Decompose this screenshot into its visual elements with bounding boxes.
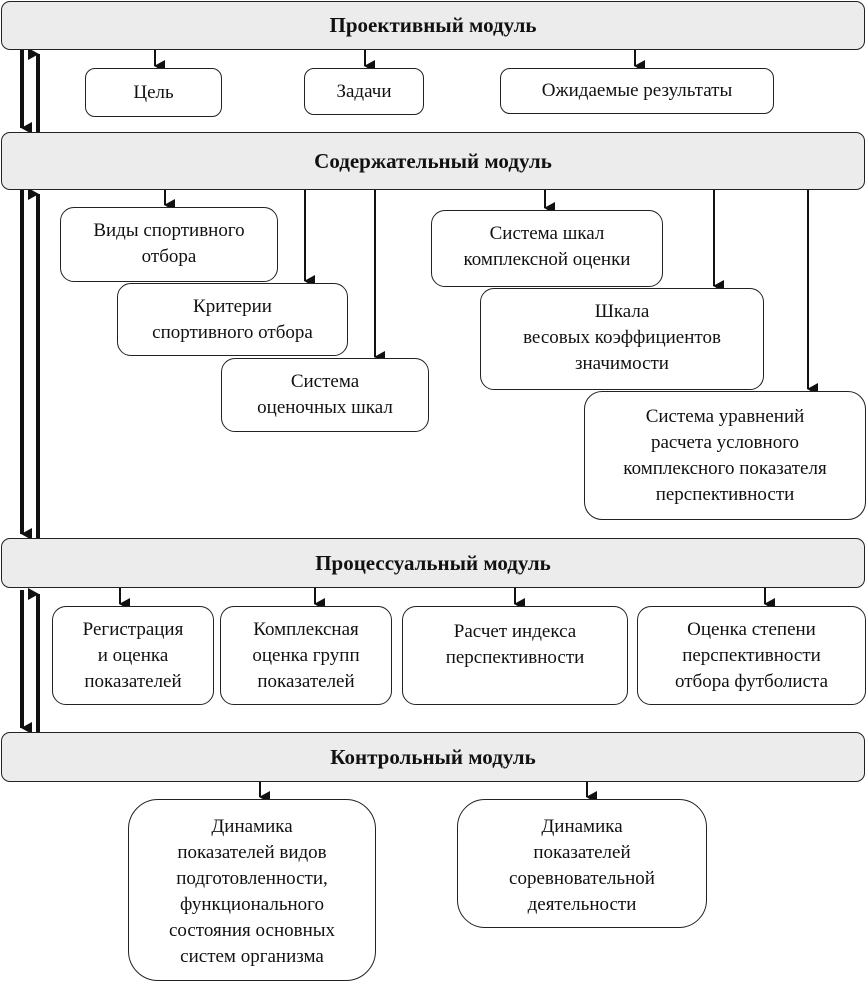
weight-scale-box: Шкала весовых коэффициентов значимости xyxy=(480,288,764,390)
weight-scale-label: Шкала весовых коэффициентов значимости xyxy=(523,301,721,374)
registration-box: Регистрация и оценка показателей xyxy=(52,606,214,705)
content-module: Содержательный модуль xyxy=(1,132,865,190)
goal-box: Цель xyxy=(85,68,222,117)
process-module-title: Процессуальный модуль xyxy=(315,550,551,575)
projective-module: Проективный модуль xyxy=(1,1,865,50)
content-module-title: Содержательный модуль xyxy=(314,148,552,173)
selection-types-label: Виды спортивного отбора xyxy=(93,220,245,267)
equations-box: Система уравнений расчета условного комп… xyxy=(584,391,866,520)
preparedness-dynamics-box: Динамика показателей видов подготовленно… xyxy=(128,799,376,981)
results-label: Ожидаемые результаты xyxy=(541,80,733,101)
projective-module-title: Проективный модуль xyxy=(329,13,537,37)
group-assessment-label: Комплексная оценка групп показателей xyxy=(252,618,360,692)
tasks-label: Задачи xyxy=(336,80,392,102)
equations-label: Система уравнений расчета условного комп… xyxy=(623,406,827,505)
group-assessment-box: Комплексная оценка групп показателей xyxy=(220,606,392,705)
selection-types-box: Виды спортивного отбора xyxy=(60,207,278,282)
rating-scales-box: Система оценочных шкал xyxy=(221,358,429,432)
degree-assessment-box: Оценка степени перспективности отбора фу… xyxy=(637,606,866,705)
preparedness-dynamics-label: Динамика показателей видов подготовленно… xyxy=(168,816,336,967)
index-calc-box: Расчет индекса перспективности xyxy=(402,606,628,705)
selection-criteria-label: Критерии спортивного отбора xyxy=(152,296,313,343)
complex-scales-label: Система шкал комплексной оценки xyxy=(463,223,631,270)
control-module: Контрольный модуль xyxy=(1,732,865,782)
registration-label: Регистрация и оценка показателей xyxy=(82,618,184,692)
degree-assessment-label: Оценка степени перспективности отбора фу… xyxy=(674,618,828,692)
control-module-title: Контрольный модуль xyxy=(330,744,536,769)
results-box: Ожидаемые результаты xyxy=(500,68,774,114)
rating-scales-label: Система оценочных шкал xyxy=(257,371,393,418)
goal-label: Цель xyxy=(133,81,174,103)
selection-criteria-box: Критерии спортивного отбора xyxy=(117,283,348,356)
process-module: Процессуальный модуль xyxy=(1,538,865,588)
complex-scales-box: Система шкал комплексной оценки xyxy=(431,210,663,287)
competitive-dynamics-box: Динамика показателей соревновательной де… xyxy=(457,799,707,928)
tasks-box: Задачи xyxy=(304,68,424,115)
competitive-dynamics-label: Динамика показателей соревновательной де… xyxy=(509,816,655,915)
index-calc-label: Расчет индекса перспективности xyxy=(445,621,585,668)
